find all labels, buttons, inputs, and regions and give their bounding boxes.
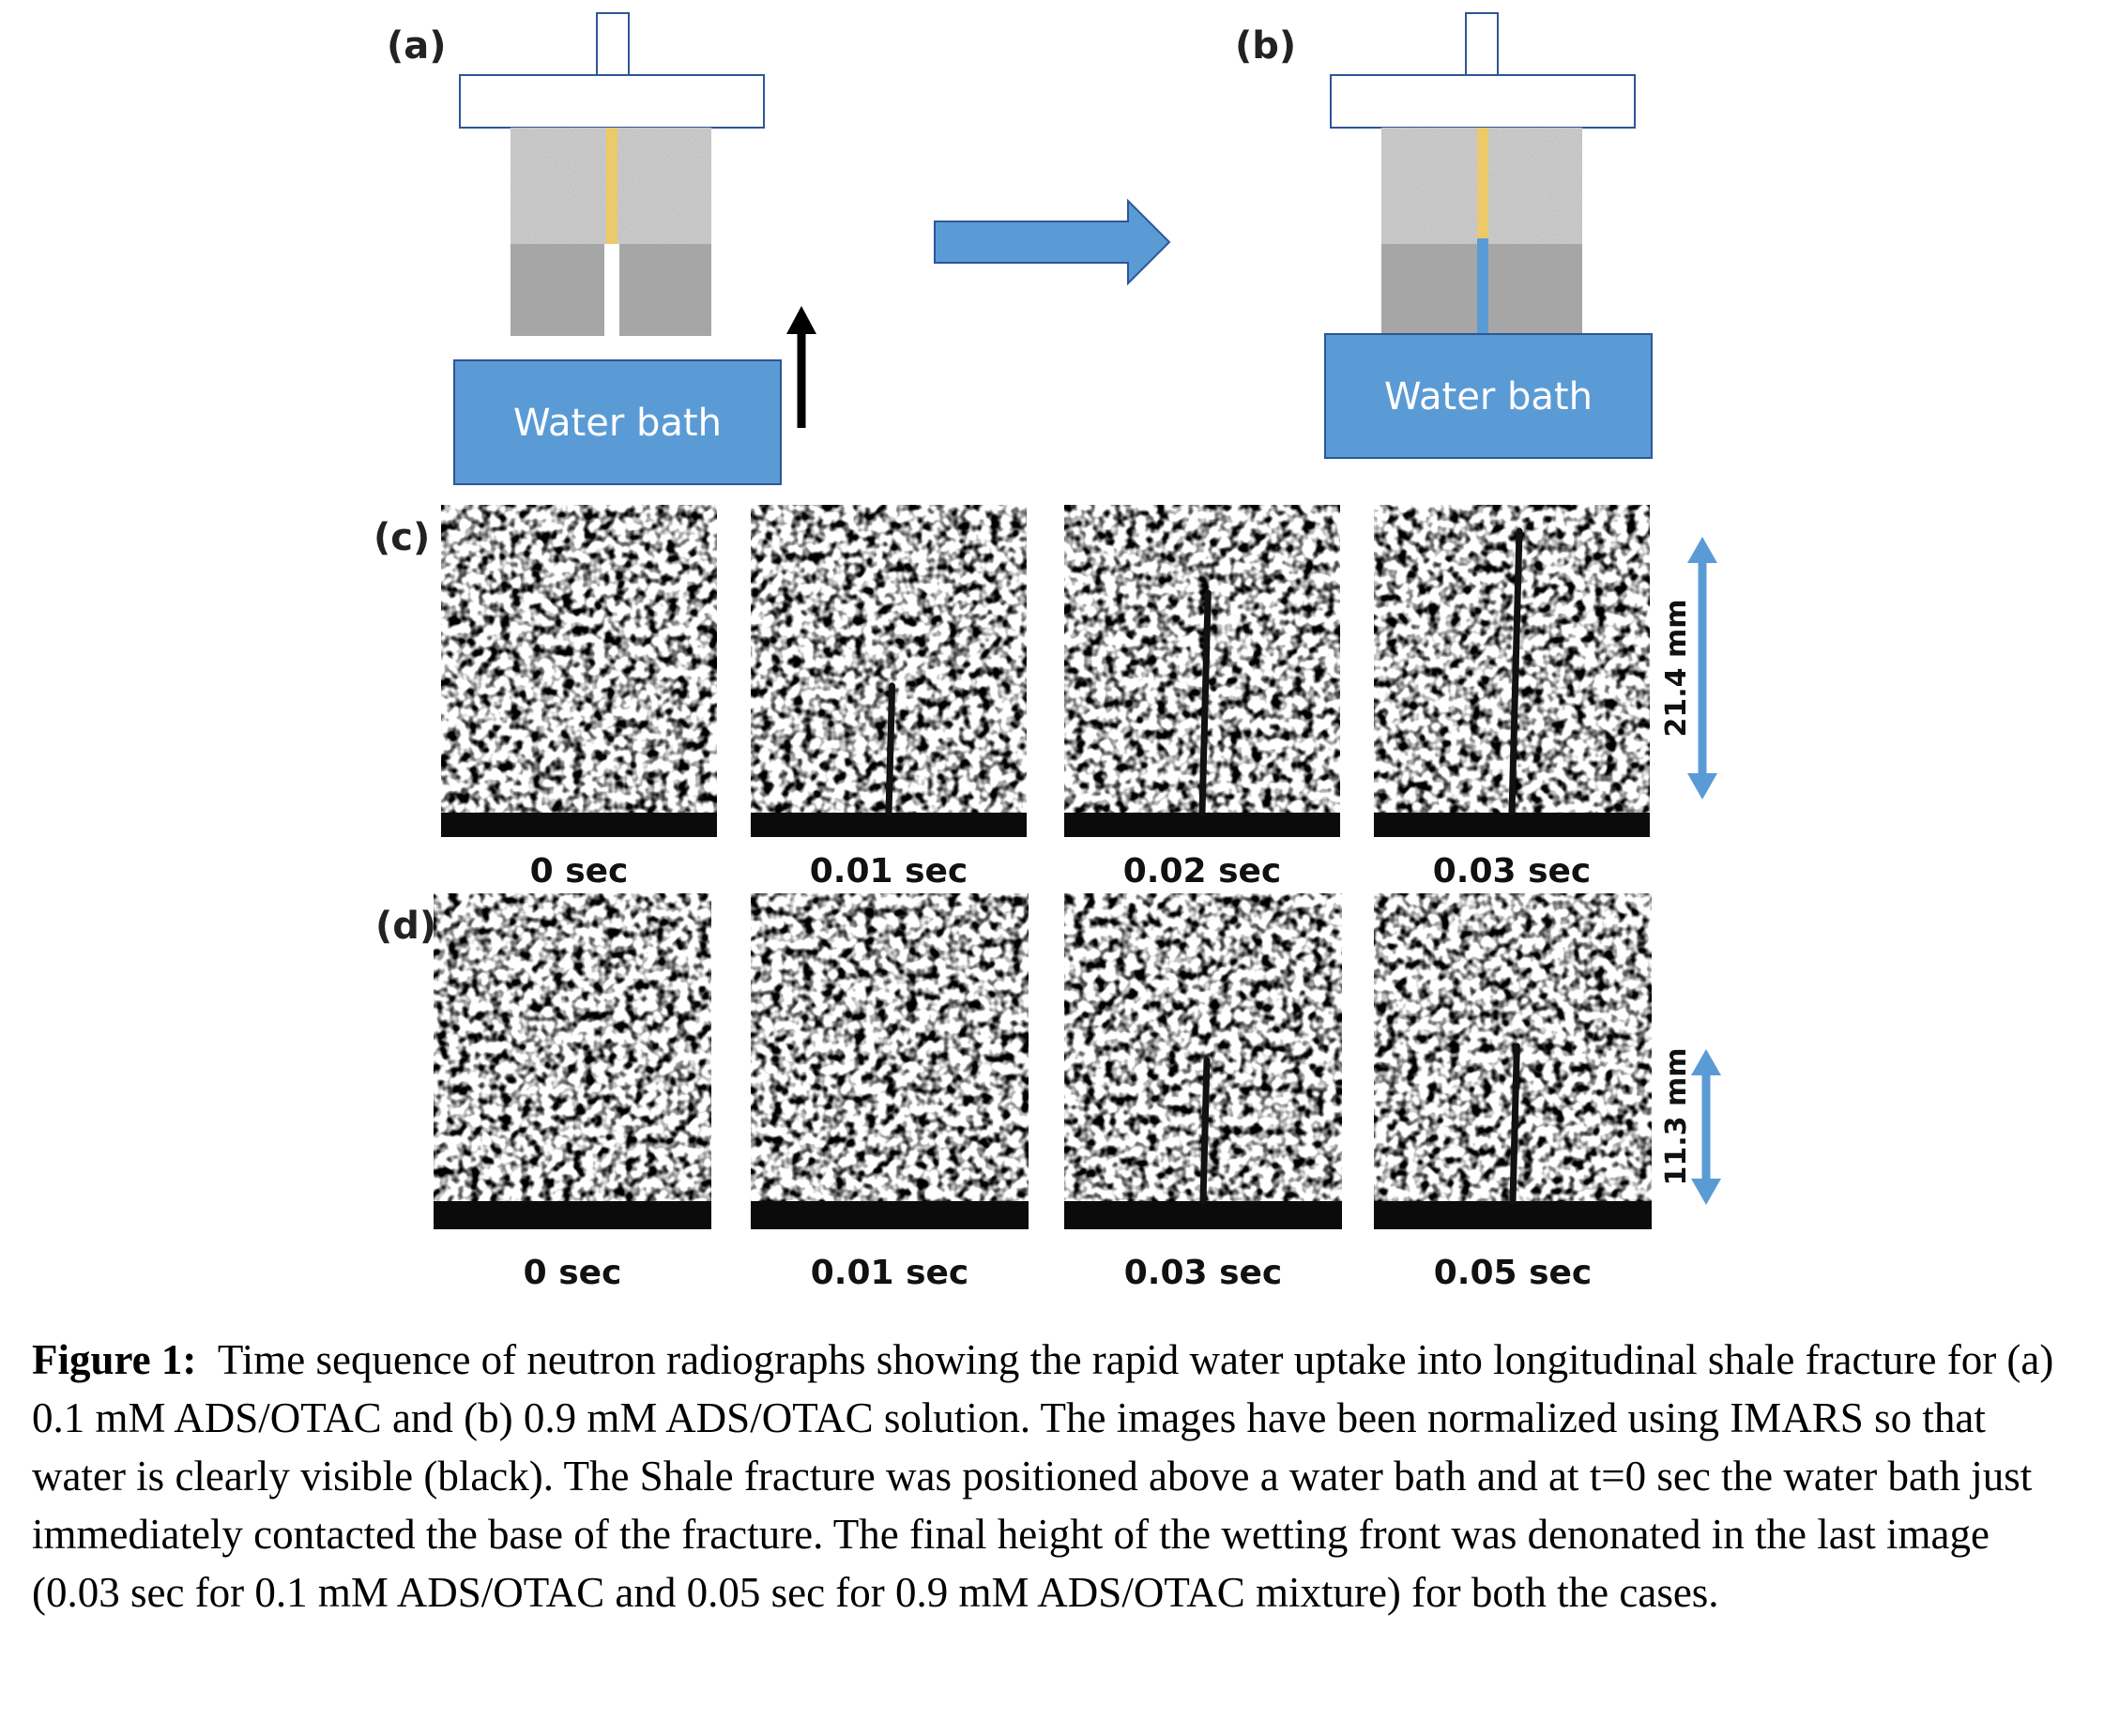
time-label: 0 sec [524,1254,622,1292]
time-label: 0.03 sec [1124,1254,1283,1292]
loading-rod [596,12,630,76]
figure-caption: Figure 1: Time sequence of neutron radio… [32,1331,2087,1622]
panel-d: (d) 0 sec 0.01 sec 0.03 sec 0.05 sec 11.3 m… [375,893,1721,1292]
time-label: 0 sec [530,852,629,891]
right-arrow-icon [934,198,1171,286]
shale-lower-block-left [511,244,604,336]
time-label: 0.02 sec [1123,852,1282,891]
shale-lower-block-right [619,244,711,336]
water-base-band [1374,1201,1652,1229]
water-base-band [434,1201,711,1229]
radiograph-frame [1064,505,1340,837]
fracture-strip [1477,128,1488,244]
time-label: 0.01 sec [810,852,968,891]
load-plate [1330,74,1636,129]
panel-b-label: (b) [1235,24,1296,68]
scale-arrow-d [1691,1049,1721,1205]
scale-label-c: 21.4 mm [1660,600,1693,738]
water-filled-fracture [1477,238,1488,336]
radiograph-frame [441,505,717,837]
water-base-band [1064,1201,1342,1229]
fracture-strip [606,128,617,244]
panel-a: (a) Water bath [387,12,816,485]
wetting-front [1198,589,1212,816]
radiograph-frame [434,893,711,1229]
time-label: 0.01 sec [811,1254,969,1292]
time-label: 0.03 sec [1433,852,1592,891]
radiograph-frame [1374,893,1652,1229]
water-base-band [1374,813,1650,837]
scale-label-d: 11.3 mm [1660,1048,1693,1186]
caption-text: Time sequence of neutron radiographs sho… [32,1336,2054,1616]
loading-rod [1465,12,1499,76]
panel-c-label: (c) [374,516,430,559]
panel-a-label: (a) [387,24,447,68]
time-label: 0.05 sec [1434,1254,1593,1292]
water-bath [453,359,782,485]
wetting-front [885,682,896,816]
water-base-band [1064,813,1340,837]
water-base-band [441,813,717,837]
water-base-band [751,1201,1029,1229]
water-base-band [751,813,1027,837]
panel-b: (b) Water bath [1235,12,1653,459]
panel-c: (c) 0 sec 0.01 sec 0.02 sec 0.03 sec 21.4 m… [374,505,1717,891]
caption-label: Figure 1: [32,1336,197,1383]
radiograph-row-c: 0 sec 0.01 sec 0.02 sec 0.03 sec [441,505,1650,891]
wetting-front [1509,1043,1520,1205]
up-arrow-icon [786,306,816,428]
radiograph-frame [751,505,1027,837]
radiograph-frame [1374,505,1650,837]
radiograph-frame [751,893,1029,1229]
radiograph-frame [1064,893,1342,1229]
scale-arrow-c [1687,537,1717,799]
water-bath [1324,333,1653,459]
wetting-front [1508,527,1523,816]
panel-d-label: (d) [375,905,436,948]
radiograph-row-d: 0 sec 0.01 sec 0.03 sec 0.05 sec [434,893,1652,1292]
load-plate [459,74,765,129]
wetting-front [1199,1057,1211,1205]
water-bath-label: Water bath [1384,375,1593,419]
water-bath-label: Water bath [513,402,722,445]
